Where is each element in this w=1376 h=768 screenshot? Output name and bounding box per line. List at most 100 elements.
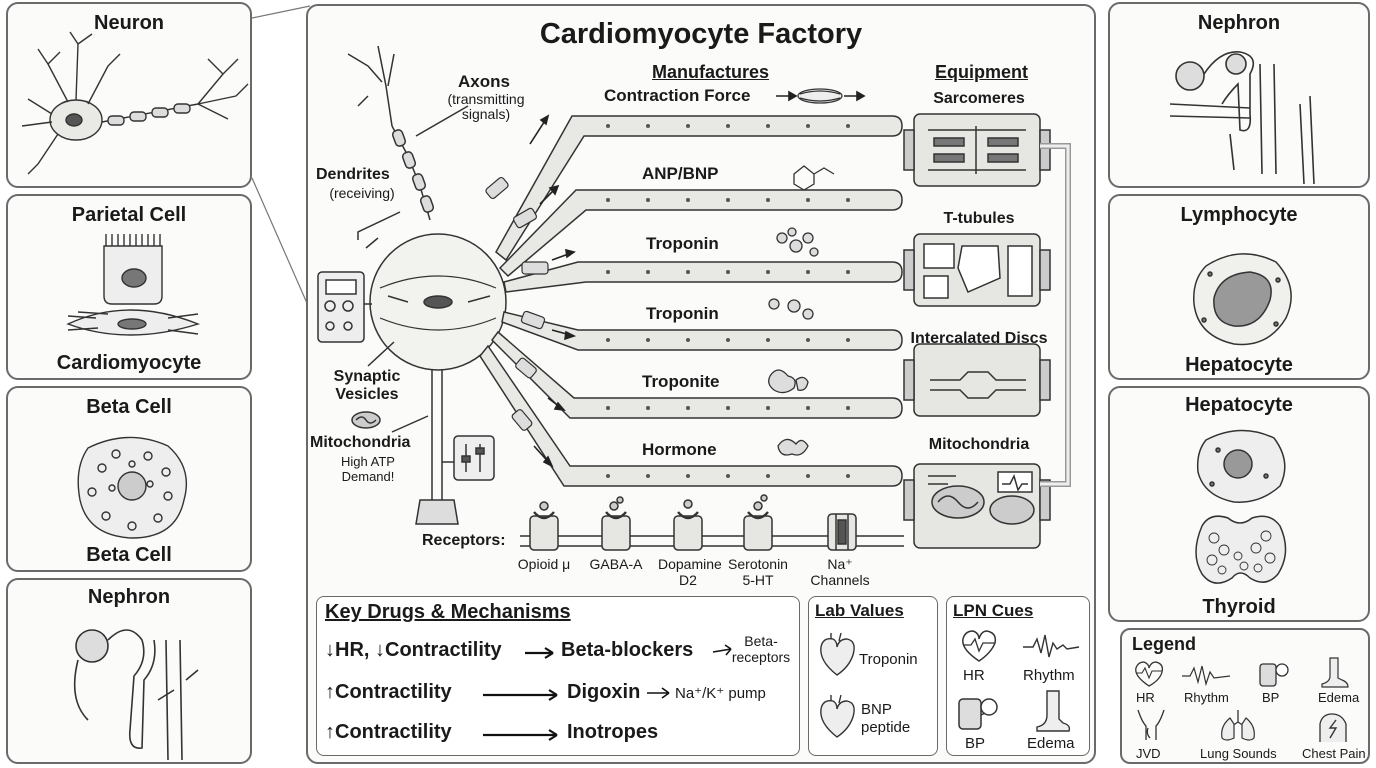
panel-neuron: Neuron (6, 2, 252, 188)
lpn-item-rhythm: Rhythm (1023, 667, 1075, 684)
mito-sublabel-1: High ATP (341, 454, 395, 469)
legend-item-rhythm: Rhythm (1184, 690, 1229, 705)
parietal-cell-illustration (66, 234, 201, 336)
arrow-icon (525, 647, 554, 659)
drug-row-1-drug: Beta-blockers (561, 639, 694, 661)
neuron-illustration (21, 31, 249, 175)
legend-item-hr: HR (1136, 690, 1155, 705)
dendrites-label: Dendrites (316, 166, 390, 183)
factory-hub-illustration (317, 45, 1071, 551)
axons-sublabel: (transmitting signals) (447, 91, 525, 122)
synaptic-vesicles-label: Synaptic Vesicles (333, 368, 401, 403)
belt-label-hormone: Hormone (642, 440, 717, 459)
lymphocyte-illustration (1193, 253, 1292, 346)
lab-item-bnp: BNP peptide (861, 701, 911, 736)
heart-rate-icon (962, 630, 997, 662)
panel-nephron-left: Nephron (6, 578, 252, 764)
receptor-serotonin: Serotonin 5-HT (728, 556, 788, 588)
lpn-cues-box: LPN Cues HR Rhythm BP Edema (946, 596, 1090, 756)
equipment-header: Equipment (935, 62, 1028, 82)
nephron-illustration (73, 629, 199, 761)
panel-title: Beta Cell (86, 396, 172, 418)
receptor-dopamine: Dopamine D2 (658, 556, 722, 588)
panel-title: Nephron (87, 586, 171, 608)
drug-row-3-drug: Inotropes (567, 721, 659, 743)
drugs-title: Key Drugs & Mechanisms (325, 601, 571, 623)
belt-label-contraction: Contraction Force (604, 86, 751, 105)
panel-parietal: Parietal Cell Cardiomyocyte (6, 194, 252, 380)
equipment-label-sarcomeres: Sarcomeres (933, 90, 1025, 107)
panel-title: Parietal Cell (71, 204, 187, 226)
lpn-item-hr: HR (963, 667, 985, 684)
panel-title: Lymphocyte (1180, 204, 1298, 226)
heart-icon (820, 694, 855, 738)
equipment-label-intercalated: Intercalated Discs (910, 330, 1048, 347)
receptor-gaba: GABA-A (589, 556, 643, 572)
receptors-label: Receptors: (422, 532, 506, 549)
panel-subtitle: Beta Cell (86, 544, 172, 566)
panel-subtitle: Thyroid (1202, 596, 1276, 618)
belt-label-troponin-2: Troponin (646, 304, 719, 323)
belt-label-anp-bnp: ANP/BNP (642, 164, 719, 183)
arrow-icon (647, 687, 670, 699)
panel-title: Hepatocyte (1185, 394, 1293, 416)
drug-row-1-effect: ↓HR, ↓Contractility (325, 639, 502, 661)
hepatocyte-thyroid-illustration (1195, 429, 1287, 584)
drug-row-1-target: Beta-receptors (731, 633, 791, 665)
lpn-item-bp: BP (965, 735, 986, 752)
lungs-icon (1221, 710, 1255, 741)
panel-subtitle: Hepatocyte (1185, 354, 1293, 376)
bp-cuff-icon (958, 698, 998, 730)
equipment-label-t-tubules: T-tubules (943, 210, 1015, 227)
panel-lymphocyte: Lymphocyte Hepatocyte (1108, 194, 1370, 380)
legend-item-jvd: JVD (1136, 746, 1161, 761)
legend-item-edema: Edema (1318, 690, 1360, 705)
legend-item-lung-sounds: Lung Sounds (1200, 746, 1277, 761)
drug-row-2-target: Na⁺/K⁺ pump (675, 685, 766, 702)
lab-values-box: Lab Values Troponin BNP peptide (808, 596, 938, 756)
arrow-icon (483, 729, 558, 741)
heart-icon (820, 632, 855, 676)
beta-cell-illustration (77, 436, 188, 539)
mito-sublabel-2: Demand! (341, 469, 395, 484)
drugs-box: Key Drugs & Mechanisms ↓HR, ↓Contractili… (316, 596, 800, 756)
receptor-opioid: Opioid μ (517, 556, 571, 572)
legend-title: Legend (1132, 634, 1197, 654)
mitochondria-label: Mitochondria (310, 434, 411, 451)
foot-edema-icon (1321, 657, 1349, 688)
drug-row-3-effect: ↑Contractility (325, 721, 452, 743)
main-title: Cardiomyocyte Factory (539, 18, 863, 50)
bp-cuff-icon (1259, 663, 1289, 687)
drug-row-2-drug: Digoxin (567, 681, 641, 703)
rhythm-icon (1182, 665, 1231, 687)
belt-label-troponin-1: Troponin (646, 234, 719, 253)
lpn-title: LPN Cues (953, 601, 1034, 620)
lab-item-troponin: Troponin (859, 651, 918, 668)
jvd-neck-icon (1137, 709, 1165, 740)
nephron-illustration (1169, 51, 1315, 185)
dendrites-sublabel: (receiving) (329, 185, 395, 201)
equipment-label-mitochondria: Mitochondria (928, 436, 1030, 453)
foot-edema-icon (1036, 690, 1071, 732)
panel-beta-cell: Beta Cell Beta Cell (6, 386, 252, 572)
panel-nephron-right: Nephron (1108, 2, 1370, 188)
lpn-item-edema: Edema (1027, 735, 1075, 752)
rhythm-icon (1023, 634, 1080, 658)
manufactures-header: Manufactures (652, 62, 770, 82)
panel-subtitle: Cardiomyocyte (56, 352, 202, 374)
legend-item-bp: BP (1262, 690, 1280, 705)
arrow-icon (483, 689, 558, 701)
panel-title: Neuron (94, 12, 164, 34)
drug-row-2-effect: ↑Contractility (325, 681, 452, 703)
axons-label: Axons (458, 72, 510, 91)
receptor-na-channels: Na⁺ Channels (810, 556, 870, 588)
legend-item-chest-pain: Chest Pain (1302, 746, 1366, 761)
legend-panel: Legend HR Rhythm BP Edema JVD Lung Sound… (1120, 628, 1370, 764)
heart-rate-icon (1135, 661, 1164, 687)
main-factory-panel: Cardiomyocyte Factory Manufactures Equip… (306, 4, 1096, 764)
lab-title: Lab Values (815, 601, 904, 620)
panel-hepatocyte: Hepatocyte Thyroid (1108, 386, 1370, 622)
panel-title: Nephron (1197, 12, 1281, 34)
chest-pain-icon (1319, 713, 1347, 742)
arrow-icon (712, 644, 732, 656)
